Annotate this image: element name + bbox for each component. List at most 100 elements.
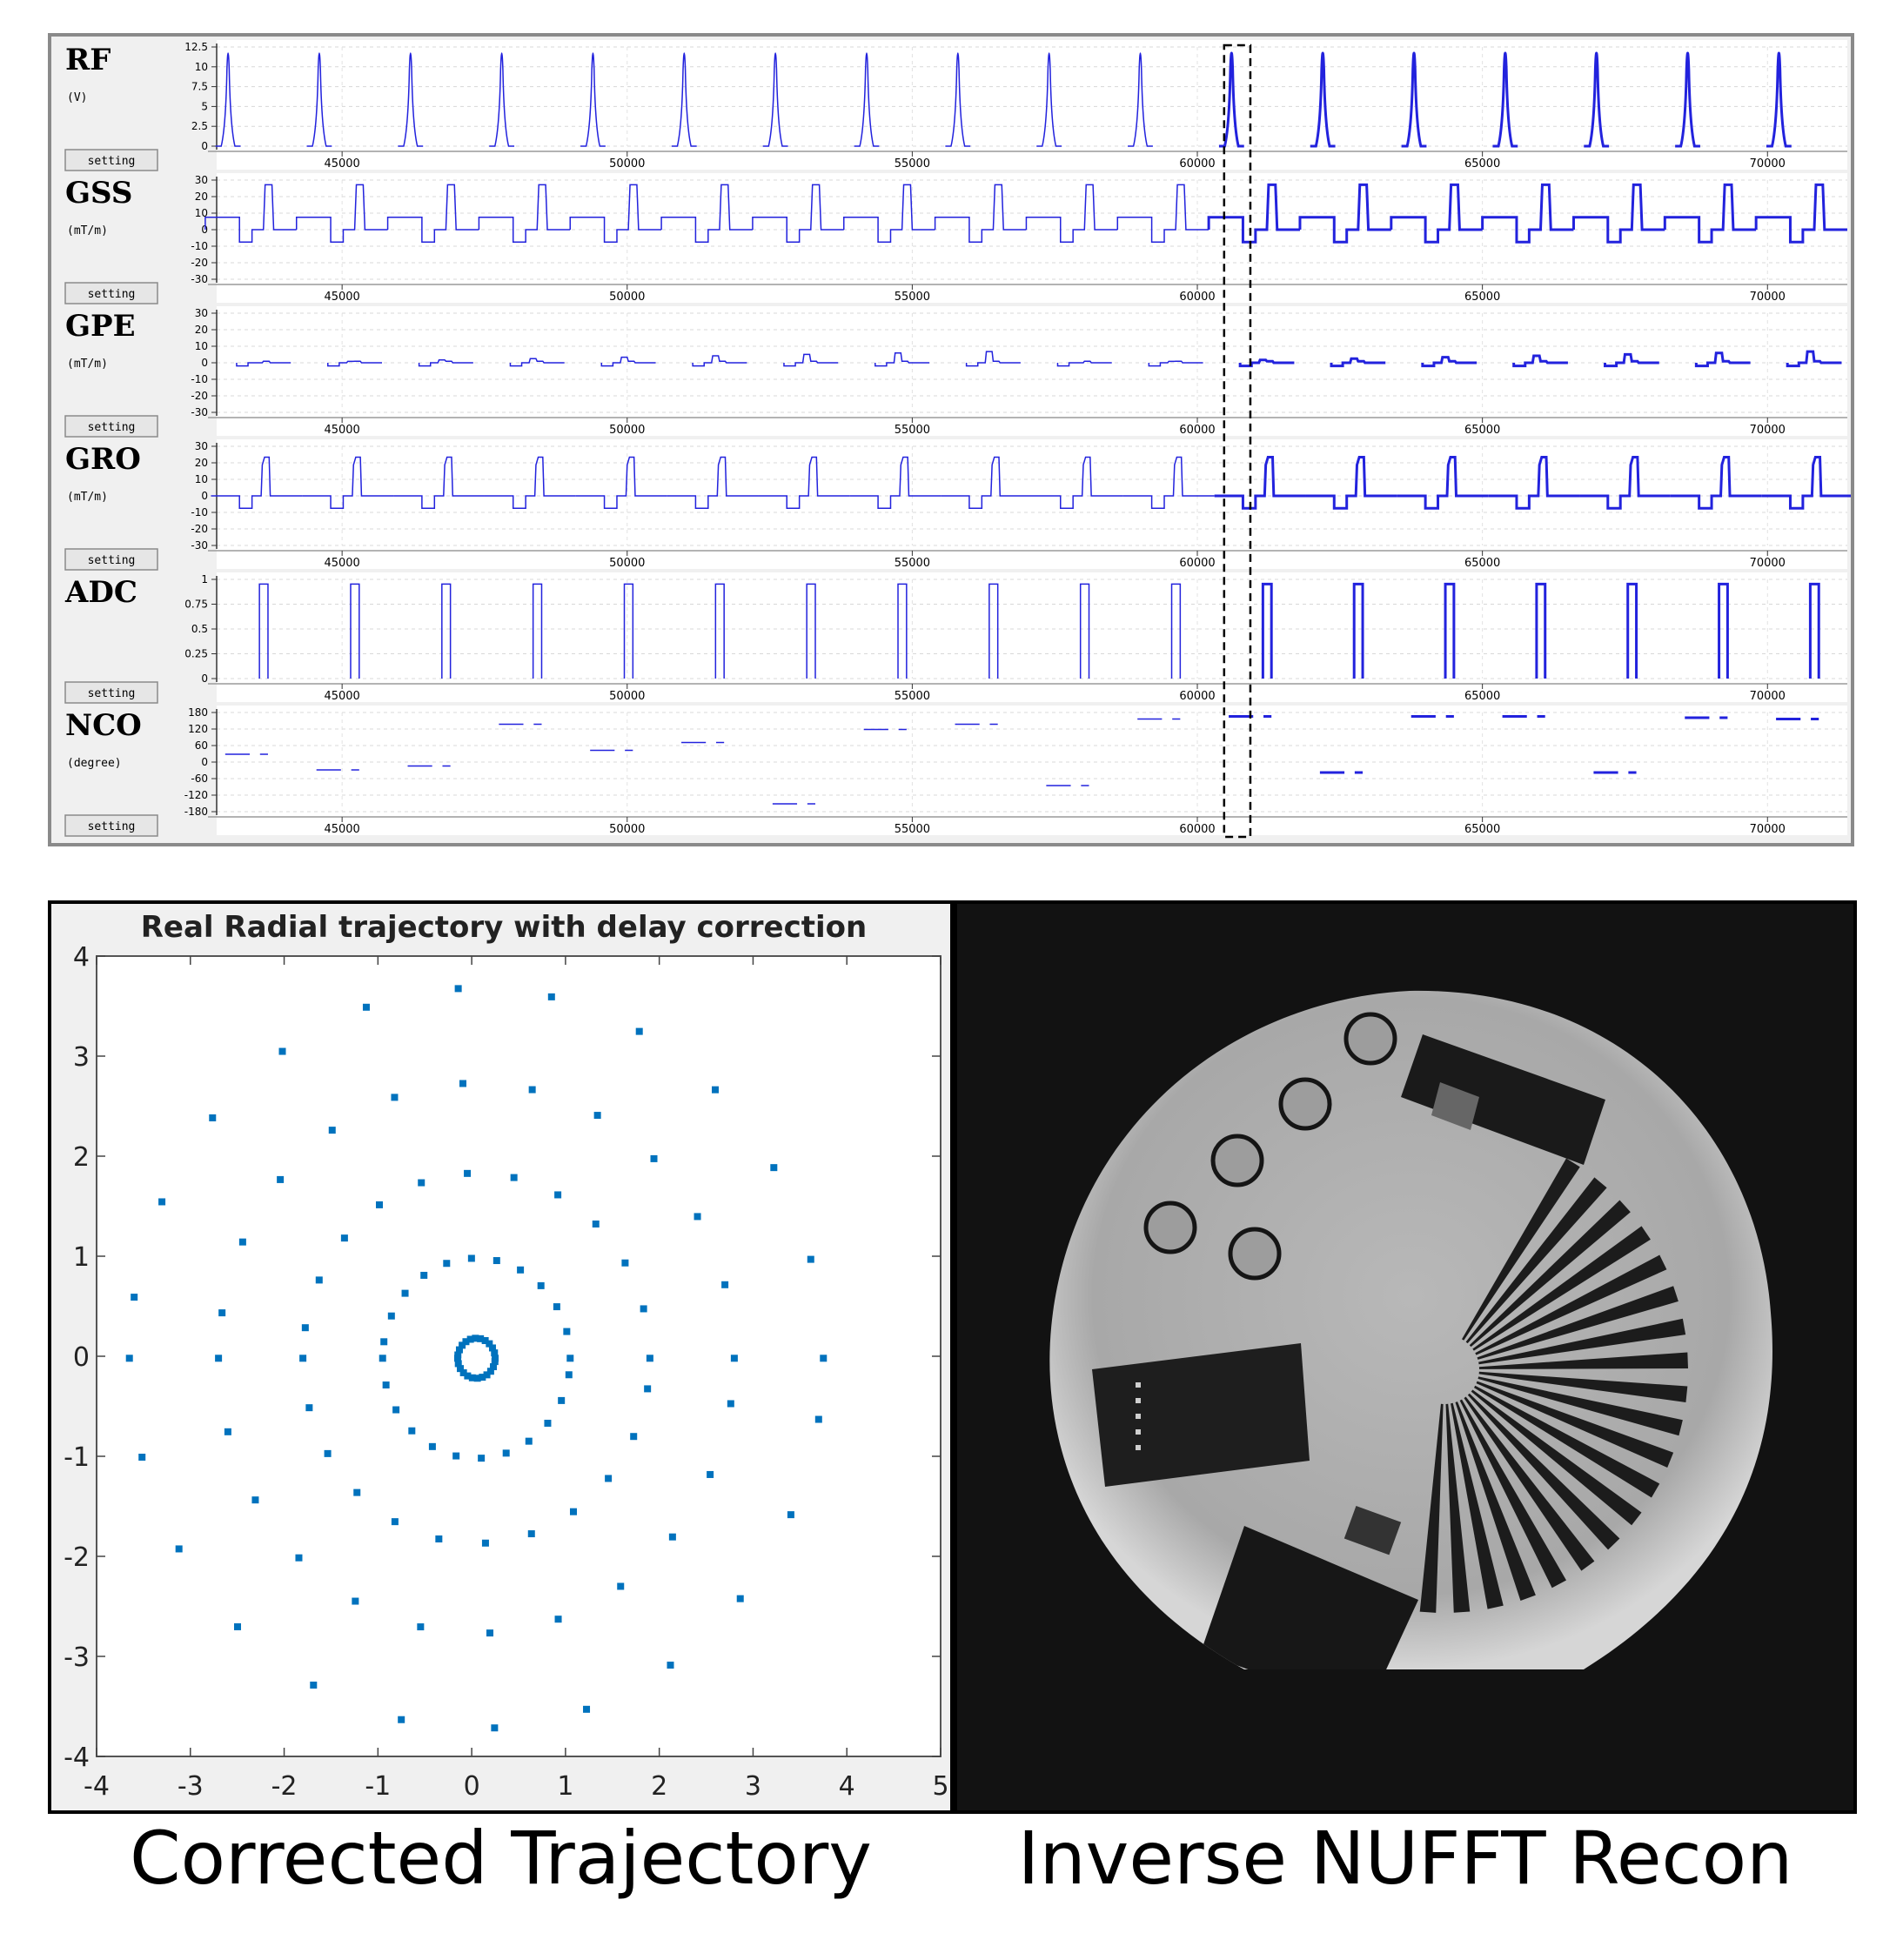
- x-tick-label: 55000: [895, 291, 930, 304]
- y-tick-label: 0.25: [184, 648, 208, 660]
- setting-button[interactable]: setting: [64, 814, 158, 837]
- scatter-point: [537, 1281, 545, 1289]
- channel-plot-area: [217, 40, 1847, 170]
- gpe-waveform: [692, 355, 747, 367]
- adc-window: [1535, 582, 1547, 679]
- gss-waveform: [752, 184, 844, 243]
- resolution-wedge: [1478, 1376, 1683, 1436]
- gro-waveform: [211, 456, 303, 509]
- channel-name: ADC: [64, 575, 137, 610]
- resolution-wedge: [1471, 1389, 1642, 1526]
- scatter-point: [340, 1234, 348, 1242]
- gro-waveform: [941, 456, 1032, 509]
- resolution-wedge: [1477, 1286, 1679, 1360]
- scatter-point: [131, 1294, 138, 1301]
- rf-pulse: [398, 52, 424, 147]
- x-tick-label: 55000: [895, 557, 930, 570]
- phantom-marker-dot: [1136, 1382, 1141, 1388]
- setting-button[interactable]: setting: [64, 149, 158, 171]
- gss-waveform: [1754, 183, 1847, 244]
- trajectory-panel: Real Radial trajectory with delay correc…: [48, 900, 954, 1814]
- scatter-point: [218, 1309, 226, 1317]
- adc-window: [350, 583, 360, 679]
- rf-pulse: [580, 52, 606, 147]
- scatter-point: [391, 1518, 399, 1526]
- gss-waveform: [660, 184, 753, 243]
- x-tick-label: 3: [745, 1771, 761, 1802]
- x-tick-label: 70000: [1750, 291, 1786, 304]
- scatter-point: [459, 1341, 466, 1349]
- scatter-point: [694, 1213, 701, 1221]
- x-tick-label: -1: [365, 1771, 391, 1802]
- resolution-wedge: [1469, 1200, 1631, 1348]
- gss-waveform: [386, 184, 479, 243]
- scatter-point: [391, 1094, 399, 1101]
- x-tick-label: 50000: [609, 690, 645, 703]
- setting-button[interactable]: setting: [64, 681, 158, 704]
- adc-window: [714, 583, 725, 679]
- scatter-point: [401, 1289, 409, 1297]
- y-tick-label: 0: [201, 357, 208, 369]
- scatter-point: [640, 1305, 647, 1313]
- y-tick-label: 120: [188, 723, 208, 735]
- scatter-point: [563, 1328, 571, 1335]
- x-tick-label: 70000: [1750, 823, 1786, 836]
- setting-button[interactable]: setting: [64, 282, 158, 304]
- scatter-point: [486, 1629, 494, 1637]
- scatter-point: [398, 1716, 405, 1723]
- scatter-point: [488, 1344, 496, 1352]
- scatter-point: [382, 1381, 390, 1389]
- scatter-point: [553, 1303, 560, 1311]
- setting-button-label: setting: [88, 155, 136, 168]
- gpe-waveform: [1694, 351, 1751, 368]
- phantom-vial-circle: [1210, 1134, 1264, 1187]
- phantom-marker-dot: [1136, 1398, 1141, 1403]
- gpe-waveform: [783, 353, 839, 367]
- scatter-point: [528, 1086, 536, 1094]
- gpe-waveform: [236, 360, 291, 367]
- x-tick-label: 45000: [324, 557, 359, 570]
- trajectory-title: Real Radial trajectory with delay correc…: [141, 910, 867, 945]
- scatter-point: [481, 1539, 489, 1547]
- scatter-point: [491, 1349, 499, 1357]
- scatter-point: [310, 1681, 318, 1689]
- setting-button-frame: [64, 681, 158, 704]
- channel-name: GRO: [65, 442, 141, 477]
- rf-pulse: [1766, 51, 1792, 148]
- scatter-point: [493, 1257, 500, 1265]
- x-tick-label: 55000: [895, 690, 930, 703]
- scatter-point: [379, 1355, 386, 1362]
- x-tick-label: -4: [84, 1771, 110, 1802]
- y-tick-label: -20: [191, 390, 208, 402]
- adc-window: [441, 583, 452, 679]
- channel-plot-area: [217, 306, 1847, 436]
- x-tick-label: 55000: [895, 424, 930, 437]
- setting-button[interactable]: setting: [64, 548, 158, 571]
- scatter-point: [467, 1254, 475, 1262]
- x-tick-label: 65000: [1464, 157, 1500, 171]
- setting-button[interactable]: setting: [64, 415, 158, 438]
- gpe-waveform: [1604, 352, 1659, 368]
- scatter-point: [807, 1255, 814, 1263]
- gro-waveform: [1397, 455, 1489, 510]
- scatter-point: [251, 1496, 259, 1504]
- y-tick-label: -30: [191, 273, 208, 285]
- scatter-point: [138, 1454, 146, 1462]
- scatter-point: [428, 1442, 436, 1450]
- y-tick-label: -2: [64, 1542, 90, 1573]
- scatter-point: [727, 1400, 734, 1408]
- scatter-point: [569, 1508, 577, 1515]
- rf-pulse: [489, 52, 515, 147]
- y-tick-label: -10: [191, 506, 208, 518]
- channel-name: GPE: [65, 309, 136, 344]
- scatter-point: [593, 1112, 601, 1120]
- y-tick-label: 60: [195, 739, 208, 752]
- trajectory-plot-area: [96, 955, 941, 1757]
- channel-plot-area: [217, 173, 1847, 303]
- resolution-wedge: [1419, 1403, 1444, 1613]
- gpe-waveform: [1148, 360, 1203, 367]
- resolution-wedge: [1475, 1254, 1667, 1355]
- resolution-wedge: [1462, 1158, 1580, 1341]
